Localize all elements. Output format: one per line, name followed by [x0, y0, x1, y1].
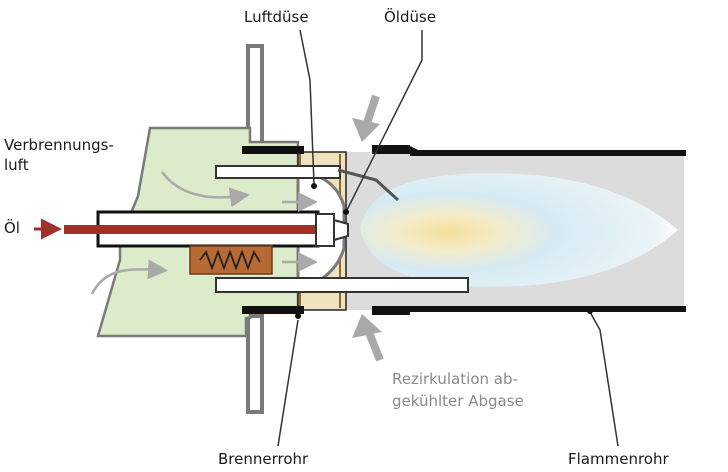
label-luftduese: Luftdüse: [244, 8, 309, 26]
leader-brennerrohr: [277, 319, 299, 447]
brennerrohr-bottom: [242, 306, 304, 314]
label-verbrennungsluft-line1: Verbrennungs-: [4, 136, 114, 154]
recirculation-arrow-bottom-icon: [352, 314, 384, 362]
label-oel: Öl: [4, 219, 20, 237]
ignition-electrode-upper: [215, 165, 341, 179]
label-rezirkulation-line2: gekühlter Abgase: [392, 392, 524, 410]
oil-nozzle: [315, 213, 335, 247]
label-oelduese: Öldüse: [384, 8, 437, 26]
label-flammenrohr: Flammenrohr: [568, 450, 669, 468]
oil-pipe: [64, 225, 322, 234]
flame: [360, 173, 678, 287]
heating-coil-icon: [199, 249, 261, 271]
label-brennerrohr: Brennerrohr: [218, 450, 309, 468]
label-rezirkulation-line1: Rezirkulation ab-: [392, 370, 518, 388]
leader-oelduese: [345, 30, 423, 213]
leader-luftduese: [299, 29, 315, 185]
air-flow-arrow-icon: [90, 259, 168, 295]
label-verbrennungsluft-line2: luft: [4, 156, 29, 174]
recirculation-arrow-top-icon: [352, 94, 380, 142]
flange-plate-bottom: [246, 314, 264, 414]
brennerrohr-top: [242, 146, 304, 154]
leader-flammenrohr: [589, 311, 619, 447]
air-flow-arrow-icon: [161, 171, 250, 208]
ignition-electrode-lower: [215, 277, 469, 293]
